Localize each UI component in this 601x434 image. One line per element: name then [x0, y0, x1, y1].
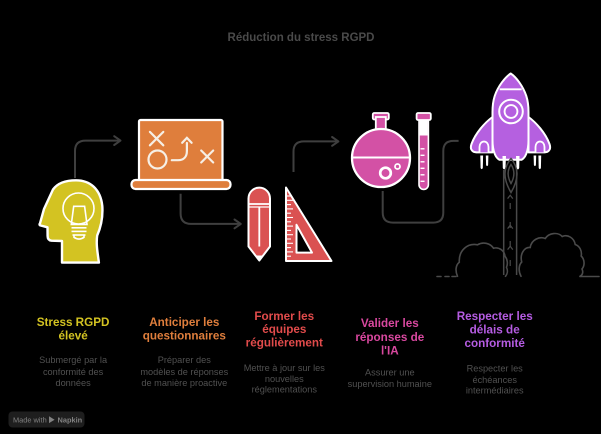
svg-text:Stress RGPD: Stress RGPD: [37, 316, 110, 329]
svg-text:l'IA: l'IA: [381, 344, 399, 357]
svg-text:délais de: délais de: [470, 324, 521, 337]
svg-text:Anticiper les: Anticiper les: [149, 316, 220, 329]
svg-text:Submergé par la: Submergé par la: [39, 355, 108, 365]
svg-text:Made with: Made with: [13, 416, 47, 425]
svg-text:supervision humaine: supervision humaine: [348, 379, 432, 389]
svg-text:échéances: échéances: [472, 375, 517, 385]
svg-text:Former les: Former les: [254, 310, 314, 323]
svg-text:réglementations: réglementations: [252, 385, 318, 395]
svg-text:élevé: élevé: [58, 330, 88, 343]
svg-text:équipes: équipes: [262, 323, 307, 336]
svg-text:conformité des: conformité des: [43, 367, 104, 377]
svg-text:données: données: [55, 378, 91, 388]
svg-text:Respecter les: Respecter les: [467, 363, 524, 373]
svg-text:conformité: conformité: [465, 337, 526, 350]
svg-text:Valider les: Valider les: [361, 317, 419, 330]
svg-text:Réduction du stress RGPD: Réduction du stress RGPD: [228, 32, 375, 44]
svg-text:intermédiaires: intermédiaires: [466, 385, 524, 395]
svg-text:questionnaires: questionnaires: [143, 330, 227, 343]
svg-text:réponses de: réponses de: [355, 331, 424, 344]
svg-text:de manière proactive: de manière proactive: [141, 378, 227, 388]
svg-text:régulièrement: régulièrement: [246, 336, 323, 349]
svg-text:modèles de réponses: modèles de réponses: [140, 367, 228, 377]
svg-text:Assurer une: Assurer une: [365, 368, 415, 378]
svg-text:Préparer des: Préparer des: [158, 355, 212, 365]
svg-text:Napkin: Napkin: [58, 416, 83, 425]
svg-text:nouvelles: nouvelles: [265, 374, 304, 384]
svg-text:Respecter les: Respecter les: [457, 310, 534, 323]
svg-text:Mettre à jour sur les: Mettre à jour sur les: [244, 363, 326, 373]
